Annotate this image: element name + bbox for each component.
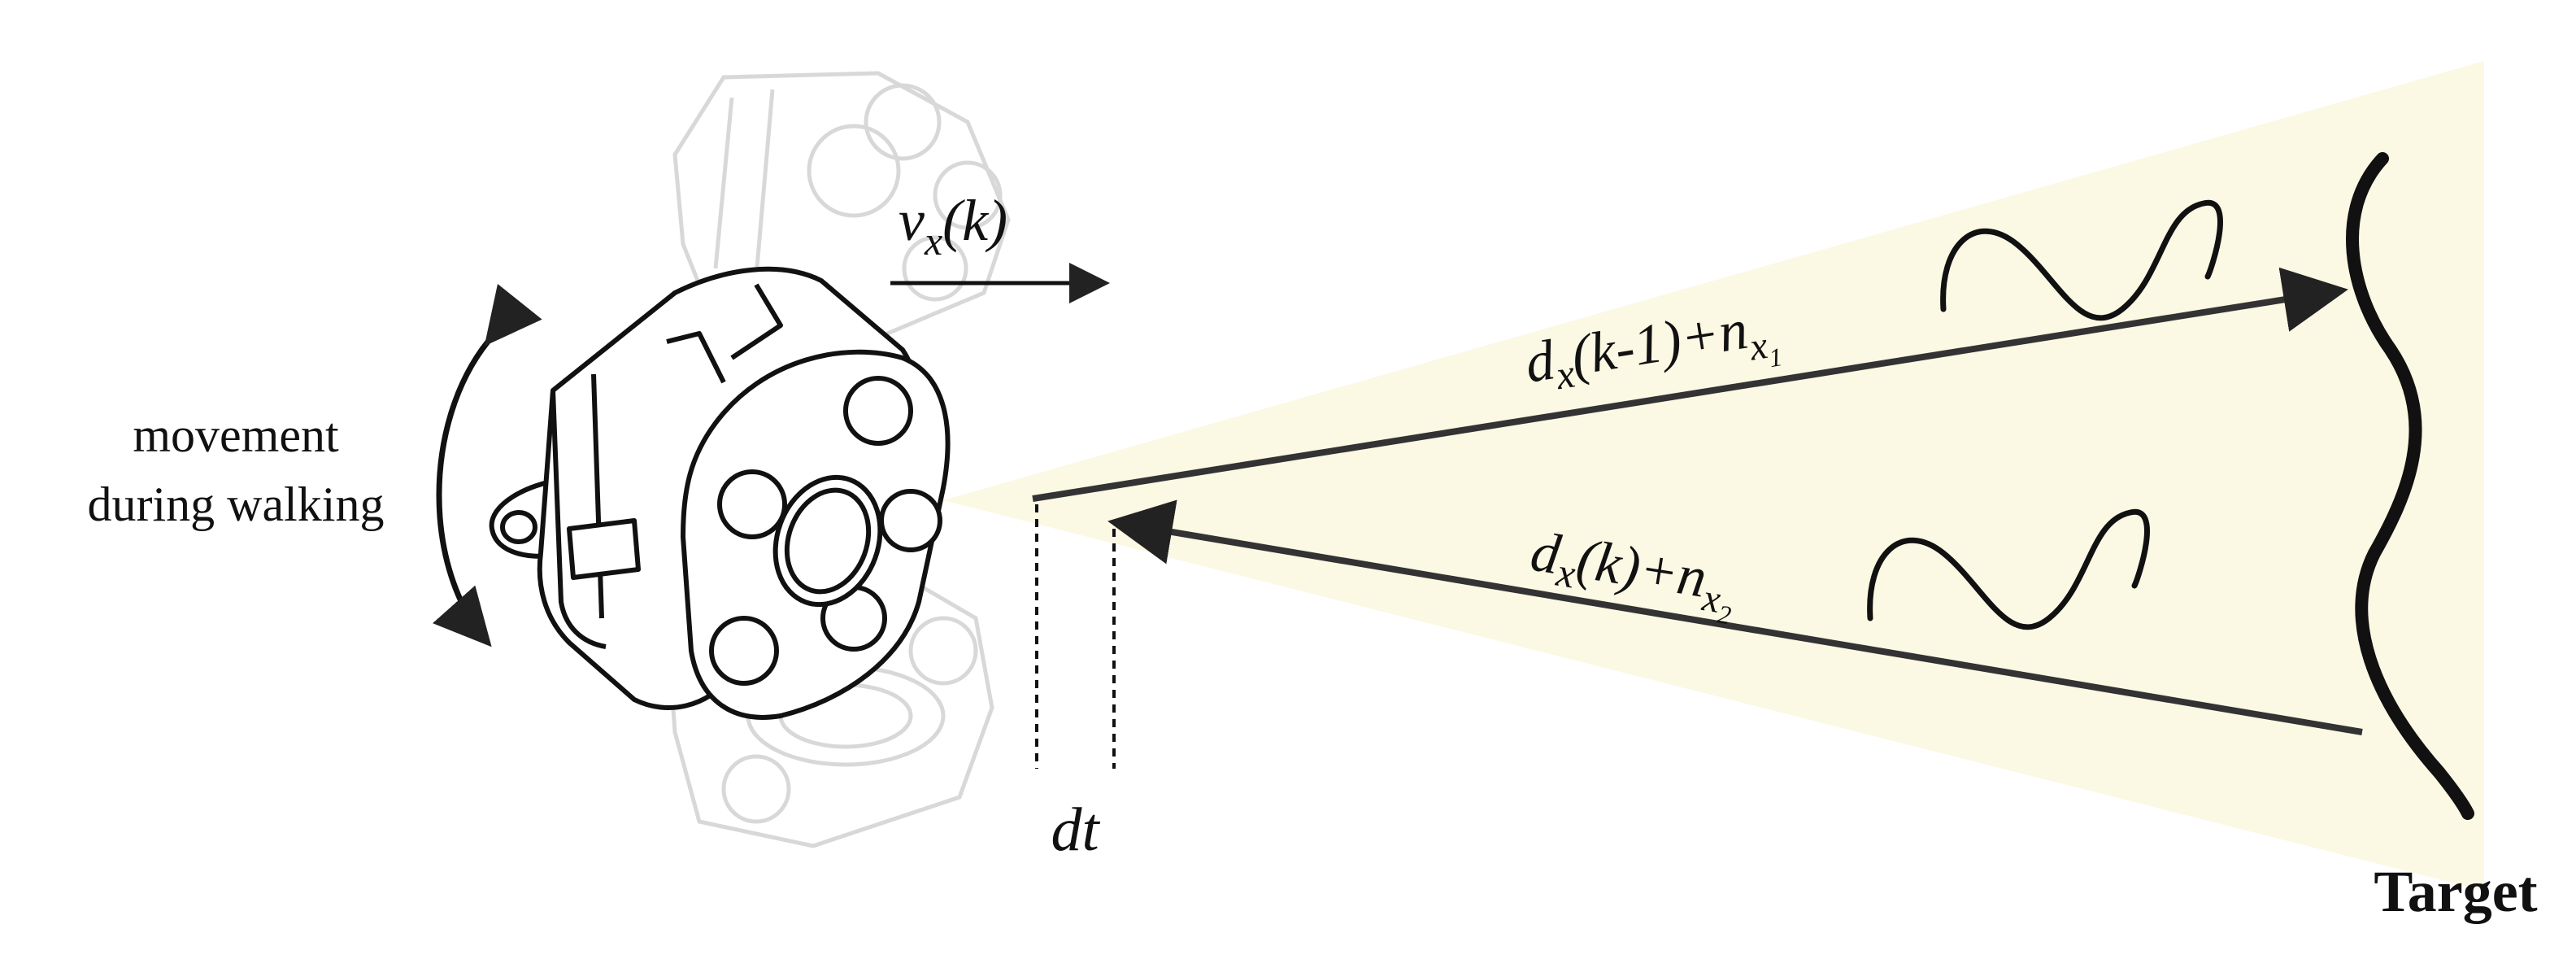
movement-label-line1: movement — [133, 408, 339, 462]
device-port-1 — [843, 376, 913, 446]
noise-wave-lower — [1867, 508, 2150, 630]
movement-arrow — [433, 283, 542, 648]
device-port-2 — [879, 489, 942, 552]
dt-label: dt — [1051, 796, 1100, 864]
device-port-5 — [717, 469, 787, 539]
sensor-device — [489, 266, 951, 720]
target-label: Target — [2374, 859, 2537, 924]
noise-wave-upper — [1940, 199, 2223, 321]
movement-label-line2: during walking — [88, 477, 385, 531]
device-port-4 — [709, 616, 779, 686]
device-clip-top — [666, 283, 783, 384]
range-arrow-return — [1107, 499, 2363, 735]
device-mount-hole — [500, 510, 537, 544]
sensor-beam — [943, 61, 2484, 891]
velocity-label: vx(k) — [899, 188, 1007, 264]
target-surface — [2346, 152, 2474, 820]
device-clip-left — [550, 373, 607, 649]
device-clip-mid — [567, 518, 641, 580]
range-arrow-outgoing — [1032, 267, 2348, 502]
device-lens-inner — [784, 487, 872, 595]
